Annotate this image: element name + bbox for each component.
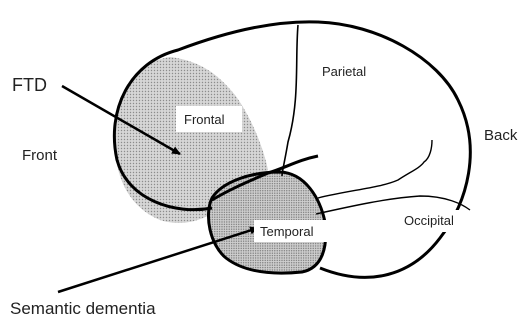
front-label: Front xyxy=(22,147,58,164)
ftd-label: FTD xyxy=(12,75,47,95)
frontal-label: Frontal xyxy=(184,112,225,127)
occipital-label: Occipital xyxy=(404,213,454,228)
posterior-sulcus xyxy=(318,140,432,198)
central-sulcus xyxy=(282,25,298,176)
temporal-label: Temporal xyxy=(260,224,314,239)
semantic-dementia-label: Semantic dementia xyxy=(10,299,156,318)
back-label: Back xyxy=(484,127,518,144)
parietal-label: Parietal xyxy=(322,64,366,79)
